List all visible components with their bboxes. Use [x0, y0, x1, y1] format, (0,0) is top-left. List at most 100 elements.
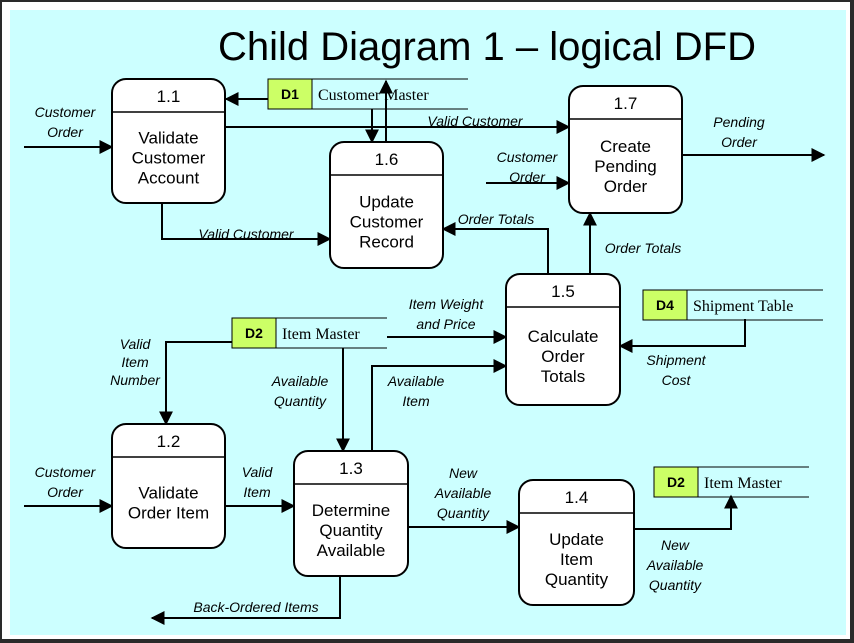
flow-back-ordered-items-out: [150, 576, 341, 625]
flow-label-line: Customer: [35, 464, 97, 480]
process-box: [111, 423, 226, 549]
flow-label-line: Valid: [120, 336, 152, 352]
flow-label: Valid Customer: [427, 113, 524, 129]
flow-label-line: Valid Customer: [427, 113, 524, 129]
flow-label-line: Item: [243, 484, 271, 500]
data-store: D2 Item Master: [231, 317, 387, 349]
flow-label-line: Order: [47, 124, 84, 140]
data-store: D1 Customer Master: [267, 78, 468, 110]
process-label-line: Order: [541, 347, 585, 366]
flow-label-line: Number: [110, 372, 161, 388]
process-label-line: Determine: [312, 501, 390, 520]
flow-label-line: Available: [387, 373, 445, 389]
flow-new-available-quantity-to-item-master: [634, 494, 738, 530]
process-label-line: Create: [600, 137, 651, 156]
flow-label: Order Totals: [458, 211, 535, 227]
data-store-id: D2: [667, 474, 685, 490]
process-box: [518, 479, 635, 606]
flow-label-line: Order: [47, 484, 84, 500]
process-box: [329, 141, 444, 269]
data-store-name: Shipment Table: [693, 298, 793, 315]
process-label-line: Validate: [138, 484, 198, 503]
flow-label-line: Back-Ordered Items: [193, 599, 318, 615]
process-id: 1.7: [614, 94, 638, 113]
process-id: 1.2: [157, 432, 181, 451]
process-label-line: Order: [604, 177, 648, 196]
flow-label-line: Order: [509, 169, 546, 185]
processes: 1.1ValidateCustomerAccount1.6UpdateCusto…: [111, 78, 683, 606]
data-store-name: Item Master: [282, 326, 360, 343]
process-label-line: Pending: [594, 157, 656, 176]
flow-label-line: and Price: [416, 316, 475, 332]
flow-label-line: Cost: [662, 372, 692, 388]
process-label-line: Record: [359, 233, 414, 252]
process-label-line: Customer: [132, 149, 206, 168]
flow-label-line: Order Totals: [605, 240, 682, 256]
flow-label-line: Customer: [35, 104, 97, 120]
flow-label-line: Quantity: [437, 505, 490, 521]
process-label-line: Customer: [350, 213, 424, 232]
flow-label-line: New: [661, 537, 690, 553]
data-store-name: Customer Master: [318, 87, 429, 104]
flow-label-line: Valid Customer: [198, 226, 295, 242]
process-label-line: Quantity: [319, 521, 383, 540]
diagram-title: Child Diagram 1 – logical DFD: [218, 25, 756, 69]
flow-label-line: Item Weight: [409, 296, 485, 312]
process-label-line: Account: [138, 169, 200, 188]
process-box: [293, 450, 409, 577]
process-id: 1.1: [157, 87, 181, 106]
process-label-line: Update: [549, 530, 604, 549]
process-label-line: Available: [317, 541, 386, 560]
data-store-id: D1: [281, 86, 299, 102]
process-label-line: Order Item: [128, 504, 209, 523]
flow-label-line: Order: [721, 134, 758, 150]
flow-label-line: Shipment: [646, 352, 706, 368]
flow-label-line: New: [449, 465, 478, 481]
process-id: 1.3: [339, 459, 363, 478]
data-store-id: D2: [245, 325, 263, 341]
data-store-id-box: [267, 78, 313, 110]
flow-label-line: Order Totals: [458, 211, 535, 227]
process-label-line: Calculate: [528, 327, 599, 346]
flow-available-item-to-1-5: [371, 359, 508, 451]
flow-label: Back-Ordered Items: [193, 599, 318, 615]
flow-label-line: Quantity: [274, 393, 327, 409]
flow-label-line: Available: [271, 373, 329, 389]
process-label-line: Totals: [541, 367, 585, 386]
data-store: D2 Item Master: [653, 466, 809, 498]
flow-shipment-cost-to-1-5: [618, 319, 746, 353]
flow-label-line: Quantity: [649, 577, 702, 593]
flow-label-line: Available: [646, 557, 704, 573]
data-flows: [24, 79, 826, 625]
flow-label-line: Item: [121, 354, 149, 370]
process-label-line: Item: [560, 550, 593, 569]
process-label-line: Quantity: [545, 570, 609, 589]
process-id: 1.5: [551, 282, 575, 301]
flow-label-line: Pending: [713, 114, 765, 130]
process-label-line: Validate: [138, 129, 198, 148]
flow-label: Order Totals: [605, 240, 682, 256]
flow-valid-item-number-to-1-2: [159, 341, 260, 426]
process-box: [568, 85, 683, 214]
data-store-name: Item Master: [704, 475, 782, 492]
process-label-line: Update: [359, 193, 414, 212]
flow-label: Item Weight and Price: [409, 296, 485, 332]
flow-label: Valid Customer: [198, 226, 295, 242]
